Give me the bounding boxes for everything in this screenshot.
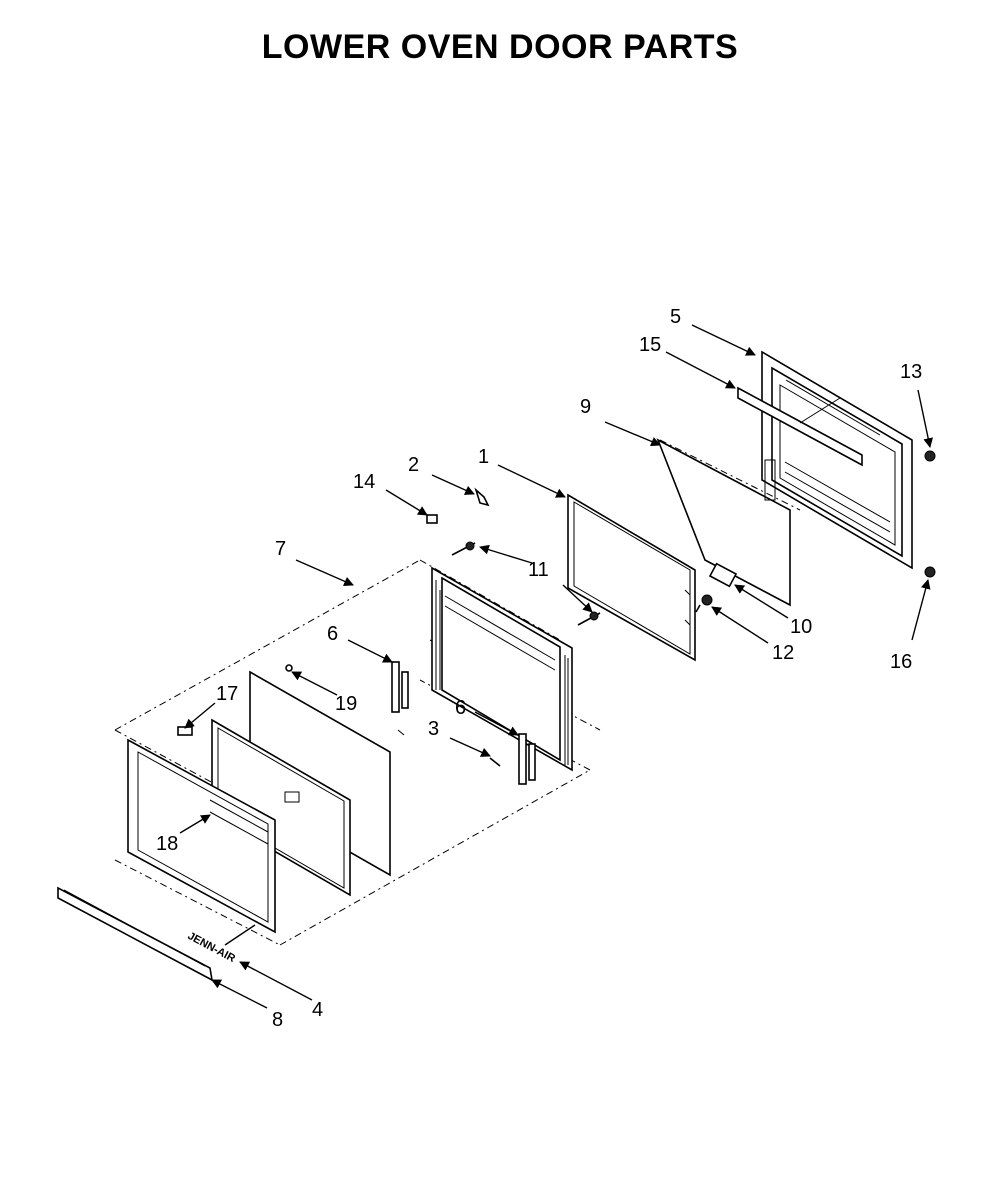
callout-4: 4: [312, 999, 323, 1021]
insulation-shield: [211, 718, 351, 897]
door-frame: [431, 566, 573, 772]
screw-icon: [924, 450, 936, 578]
part-18-outer-panel: [127, 738, 276, 934]
callout-3: 3: [428, 718, 439, 740]
callout-10: 10: [790, 616, 812, 638]
callout-17: 17: [216, 683, 238, 705]
callout-18: 18: [156, 833, 178, 855]
callout-2: 2: [408, 454, 419, 476]
callout-8: 8: [272, 1009, 283, 1031]
part-5-rear-frame: [761, 350, 913, 570]
callout-14: 14: [353, 471, 375, 493]
part-14-clip: [426, 514, 438, 524]
callout-9: 9: [580, 396, 591, 418]
part-6-hinge: [391, 661, 536, 785]
part-3-screw: [489, 757, 501, 767]
callout-12: 12: [772, 642, 794, 664]
part-19-washer: [285, 664, 293, 672]
part-10-receptacle: [708, 562, 738, 588]
callout-6b: 6: [455, 697, 466, 719]
callout-1: 1: [478, 446, 489, 468]
callout-16: 16: [890, 651, 912, 673]
callout-19: 19: [335, 693, 357, 715]
callout-5: 5: [670, 306, 681, 328]
callout-15: 15: [639, 334, 661, 356]
leader-lines: [179, 324, 933, 1009]
callout-7: 7: [275, 538, 286, 560]
part-12-bolt: [695, 594, 713, 613]
callout-13: 13: [900, 361, 922, 383]
callout-11: 11: [528, 559, 549, 581]
part-1-inner-panel: [567, 493, 696, 662]
callout-6a: 6: [327, 623, 338, 645]
callout-labels: 5 15 9 13 16 1 2 14 7 11 10 12 6 19 6 3 …: [156, 306, 922, 1031]
part-17-bracket: [177, 726, 193, 736]
part-2-clip: [474, 487, 490, 507]
page-title: LOWER OVEN DOOR PARTS: [261, 28, 739, 66]
part-15-bracket: [737, 386, 863, 467]
part-11-pins: [451, 541, 601, 626]
part-9-glass: [656, 438, 791, 607]
